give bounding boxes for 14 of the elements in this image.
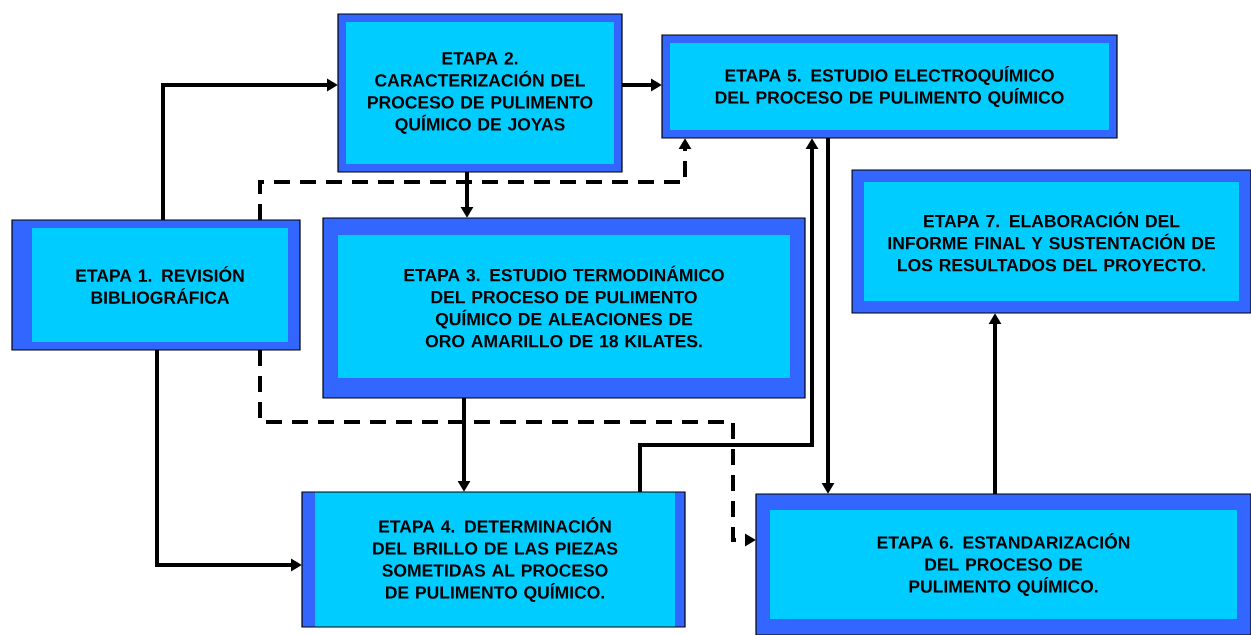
stage-text: ETAPA 7. ELABORACIÓN DEL INFORME FINAL Y SUSTENTACIÓN DE LOS RESULTADOS DEL PROYECTO. [888, 211, 1215, 272]
stage-text: ETAPA 4. DETERMINACIÓN DEL BRILLO DE LAS PIEZAS SOMETIDAS AL PROCESO DE PULIMENTO QUÍMICO. [373, 517, 618, 602]
stage-text: ETAPA 3. ESTUDIO TERMODINÁMICO DEL PROCESO DE PULIMENTO QUÍMICO DE ALEACIONES DE ORO AMARILLO DE 18 KILATES. [404, 265, 724, 348]
stage-text: ETAPA 5. ESTUDIO ELECTROQUÍMICO DEL PROCESO DE PULIMENTO QUÍMICO [715, 66, 1064, 107]
stage-box [661, 34, 1118, 139]
stage-box [322, 217, 806, 399]
stage-box [11, 219, 301, 351]
stage-box [337, 13, 623, 173]
stage-box [851, 169, 1251, 314]
stage-box [755, 493, 1251, 635]
stage-text: ETAPA 1. REVISIÓN BIBLIOGRÁFICA [76, 266, 244, 304]
stage-text: ETAPA 2. CARACTERIZACIÓN DEL PROCESO DE PULIMENTO QUÍMICO DE JOYAS [368, 52, 593, 134]
stage-text: ETAPA 6. ESTANDARIZACIÓN DEL PROCESO DE PULIMENTO QUÍMICO. [877, 533, 1130, 596]
stage-box [301, 491, 686, 628]
